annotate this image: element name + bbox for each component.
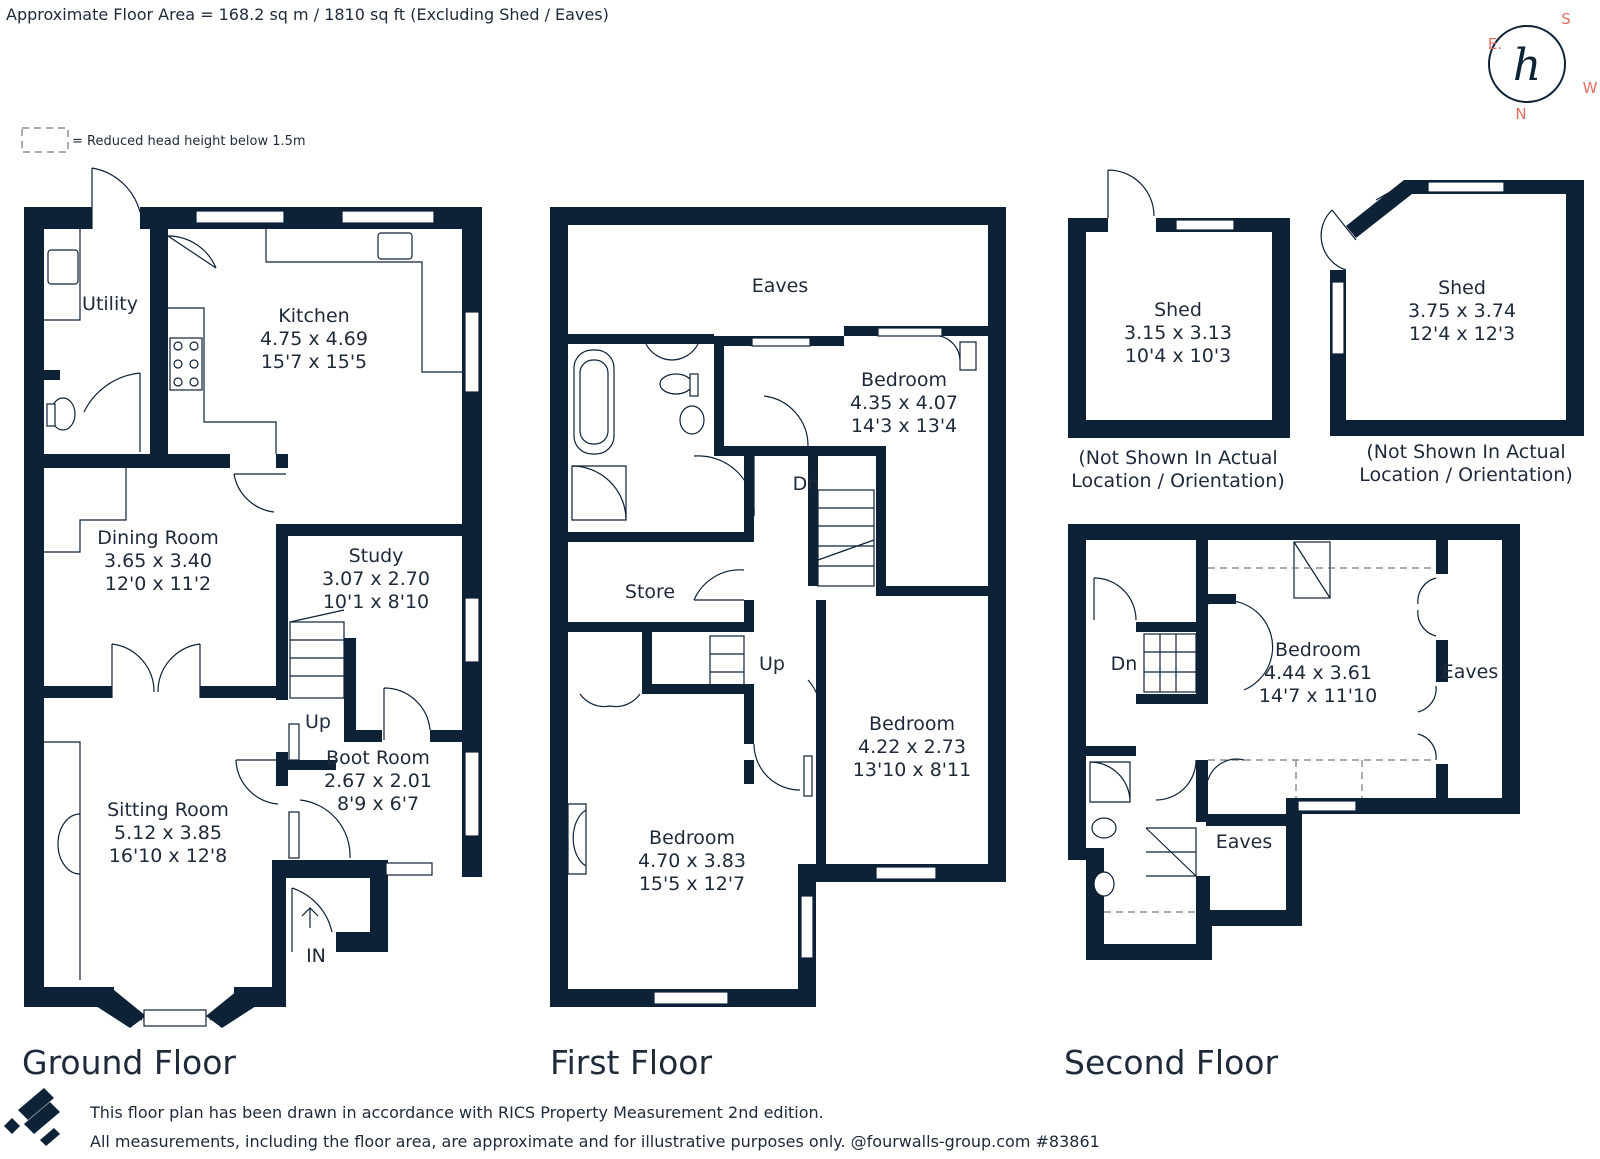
- sitting-name: Sitting Room: [107, 799, 229, 821]
- study-metric: 3.07 x 2.70: [322, 568, 430, 590]
- dining-metric: 3.65 x 3.40: [104, 550, 212, 572]
- shed1-name: Shed: [1154, 299, 1202, 321]
- shed1-imperial: 10'4 x 10'3: [1125, 345, 1231, 367]
- first-floor-title: First Floor: [550, 1043, 712, 1082]
- shed1-note2: Location / Orientation): [1071, 470, 1285, 492]
- shed-1-plan: [1068, 169, 1290, 438]
- first-floor-plan: [550, 207, 1006, 1007]
- bed4-imperial: 14'7 x 11'10: [1259, 685, 1377, 707]
- compass-n: N: [1515, 105, 1526, 123]
- bed1-imperial: 14'3 x 13'4: [851, 415, 957, 437]
- second-floor-title: Second Floor: [1064, 1043, 1278, 1082]
- bed3-metric: 4.70 x 3.83: [638, 850, 746, 872]
- first-stairs: [709, 489, 875, 689]
- footer-line-2: All measurements, including the floor ar…: [90, 1132, 1100, 1151]
- compass-w: W: [1583, 79, 1598, 97]
- entrance-label: IN: [306, 945, 326, 967]
- ground-stairs: [289, 609, 345, 699]
- bed3-imperial: 15'5 x 12'7: [639, 873, 745, 895]
- first-up-label: Up: [759, 653, 785, 675]
- legend-text: = Reduced head height below 1.5m: [72, 134, 306, 149]
- compass-icon: h S E. W N: [1488, 10, 1598, 123]
- boot-metric: 2.67 x 2.01: [324, 770, 432, 792]
- boot-name: Boot Room: [326, 747, 430, 769]
- ground-floor-title: Ground Floor: [22, 1043, 236, 1082]
- first-eaves-label: Eaves: [752, 275, 808, 297]
- second-eaves-right-label: Eaves: [1442, 661, 1498, 683]
- compass-s: S: [1561, 10, 1571, 28]
- study-imperial: 10'1 x 8'10: [323, 591, 429, 613]
- dining-name: Dining Room: [97, 527, 218, 549]
- second-stairs: [1143, 633, 1197, 693]
- footer-line-1: This floor plan has been drawn in accord…: [89, 1103, 824, 1122]
- shed2-note2: Location / Orientation): [1359, 464, 1573, 486]
- bed2-name: Bedroom: [869, 713, 955, 735]
- second-eaves-bottom-label: Eaves: [1216, 831, 1272, 853]
- compass-e: E.: [1488, 35, 1502, 53]
- first-dn-label: Dn: [793, 473, 820, 495]
- sitting-imperial: 16'10 x 12'8: [109, 845, 227, 867]
- shed2-imperial: 12'4 x 12'3: [1409, 323, 1515, 345]
- dining-imperial: 12'0 x 11'2: [105, 573, 211, 595]
- study-name: Study: [349, 545, 404, 567]
- bed4-name: Bedroom: [1275, 639, 1361, 661]
- second-dn-label: Dn: [1111, 653, 1138, 675]
- shed-2-plan: [1320, 180, 1584, 436]
- shed2-name: Shed: [1438, 277, 1486, 299]
- second-floor-plan: [1068, 524, 1520, 960]
- bed2-metric: 4.22 x 2.73: [858, 736, 966, 758]
- kitchen-name: Kitchen: [278, 305, 349, 327]
- bed2-imperial: 13'10 x 8'11: [853, 759, 971, 781]
- bed1-name: Bedroom: [861, 369, 947, 391]
- bed4-metric: 4.44 x 3.61: [1264, 662, 1372, 684]
- kitchen-metric: 4.75 x 4.69: [260, 328, 368, 350]
- fourwalls-logo-icon: [4, 1088, 60, 1146]
- boot-imperial: 8'9 x 6'7: [337, 793, 419, 815]
- shed2-metric: 3.75 x 3.74: [1408, 300, 1516, 322]
- shed1-metric: 3.15 x 3.13: [1124, 322, 1232, 344]
- ground-floor-plan: [24, 167, 482, 1028]
- ground-up-label: Up: [305, 711, 331, 733]
- shed1-note1: (Not Shown In Actual: [1078, 447, 1277, 469]
- bed1-metric: 4.35 x 4.07: [850, 392, 958, 414]
- floor-area-note: Approximate Floor Area = 168.2 sq m / 18…: [6, 5, 609, 24]
- legend-dashed-box: [21, 127, 69, 153]
- kitchen-imperial: 15'7 x 15'5: [261, 351, 367, 373]
- bed3-name: Bedroom: [649, 827, 735, 849]
- utility-label: Utility: [82, 293, 138, 315]
- logo-letter: h: [1513, 40, 1541, 91]
- shed2-note1: (Not Shown In Actual: [1366, 441, 1565, 463]
- sitting-metric: 5.12 x 3.85: [114, 822, 222, 844]
- store-label: Store: [625, 581, 675, 603]
